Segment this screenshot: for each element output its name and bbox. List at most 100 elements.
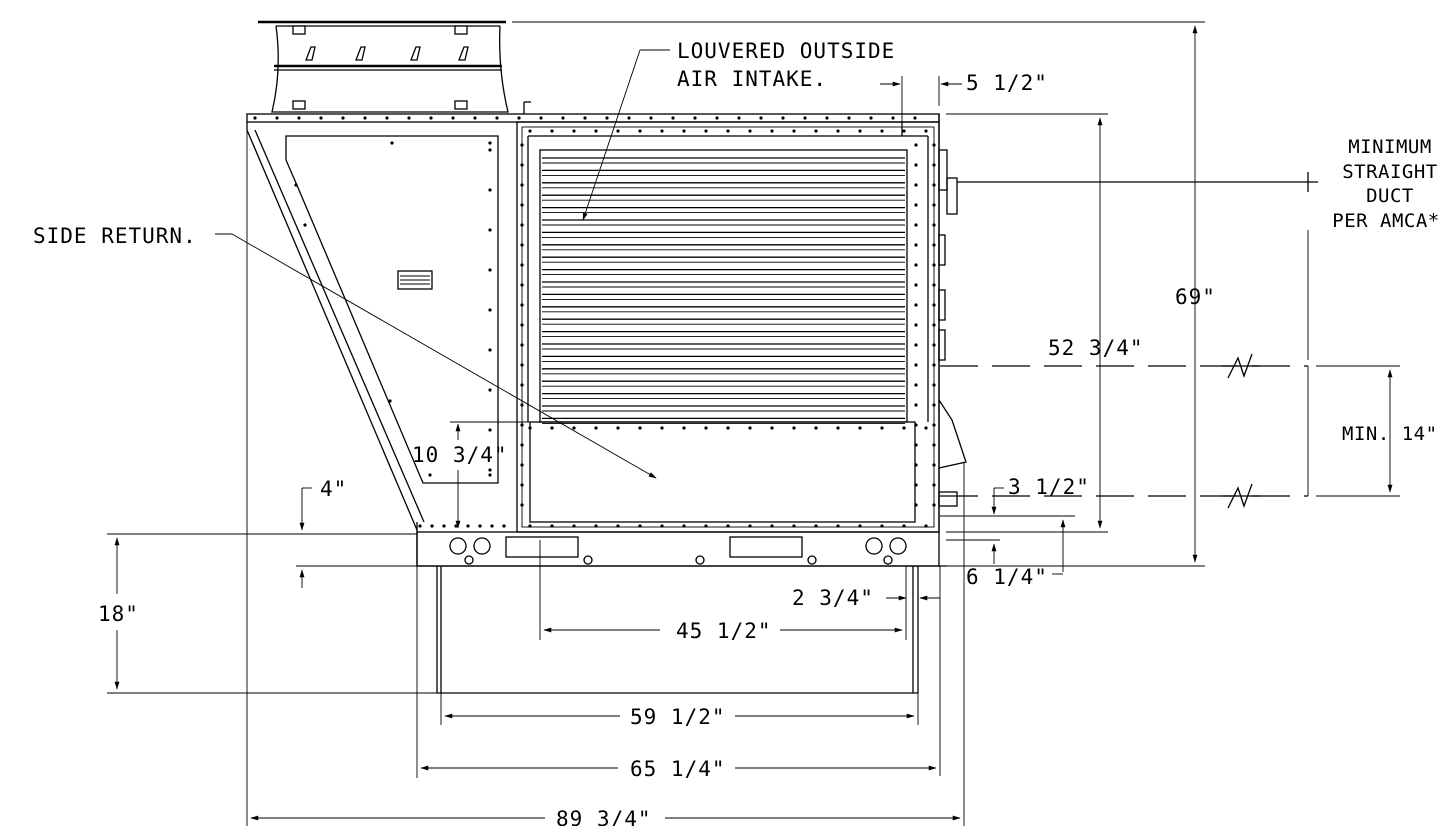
louvered-callout-line2: AIR INTAKE. <box>677 67 827 91</box>
rivet <box>550 524 554 528</box>
rivet <box>814 426 818 430</box>
rivet <box>454 524 458 528</box>
rivet <box>932 383 936 387</box>
dim-18: 18" <box>98 602 139 626</box>
rivet <box>914 443 918 447</box>
rivet <box>726 129 730 133</box>
rivet <box>869 116 873 120</box>
dim-4: 4" <box>320 477 347 501</box>
rivet <box>572 524 576 528</box>
rivet <box>902 426 906 430</box>
rivet <box>847 116 851 120</box>
rivet <box>914 183 918 187</box>
rivet <box>932 443 936 447</box>
rivet <box>429 116 433 120</box>
rivet <box>914 383 918 387</box>
rivet <box>880 524 884 528</box>
rivet <box>550 129 554 133</box>
rivet <box>520 383 524 387</box>
dim-45-1-2: 45 1/2" <box>676 619 772 643</box>
dim-65-1-4: 65 1/4" <box>630 757 726 781</box>
rivet <box>858 524 862 528</box>
rivet <box>520 463 524 467</box>
rivet <box>914 363 918 367</box>
intake-hood <box>258 20 531 114</box>
rivet <box>914 343 918 347</box>
rivet <box>520 243 524 247</box>
rivet <box>770 426 774 430</box>
duct-note-line3: DUCT <box>1366 185 1414 207</box>
rivet <box>914 403 918 407</box>
rivet <box>649 116 653 120</box>
rivet <box>932 303 936 307</box>
rivet <box>605 116 609 120</box>
rivet <box>478 524 482 528</box>
rivet <box>914 303 918 307</box>
rivet <box>924 426 928 430</box>
rivet <box>914 323 918 327</box>
dim-3-1-2: 3 1/2" <box>1008 475 1090 499</box>
rivet <box>914 483 918 487</box>
rivet <box>759 116 763 120</box>
rivet <box>932 143 936 147</box>
rivet <box>914 263 918 267</box>
rivet <box>488 141 492 145</box>
dim-89-3-4: 89 3/4" <box>556 807 652 826</box>
duct-note-line2: STRAIGHT <box>1342 161 1438 183</box>
rivet <box>520 483 524 487</box>
dim-min-14: MIN. 14" <box>1342 423 1438 445</box>
rivet <box>671 116 675 120</box>
rivet <box>932 283 936 287</box>
rivet <box>488 388 492 392</box>
rivet <box>836 426 840 430</box>
rivet <box>660 524 664 528</box>
rivet <box>594 426 598 430</box>
rivet <box>488 308 492 312</box>
rivet <box>803 116 807 120</box>
rivet <box>466 524 470 528</box>
rivet <box>388 399 392 403</box>
rivet <box>770 524 774 528</box>
rivet <box>520 363 524 367</box>
rivet <box>390 141 394 145</box>
rivet <box>638 524 642 528</box>
rivet <box>385 116 389 120</box>
rivet <box>814 524 818 528</box>
dim-52-3-4: 52 3/4" <box>1048 336 1144 360</box>
rivet <box>294 183 298 187</box>
rivet <box>303 223 307 227</box>
louvered-callout-line1: LOUVERED OUTSIDE <box>677 39 895 63</box>
rivet <box>932 343 936 347</box>
rivet <box>704 129 708 133</box>
rivet <box>704 426 708 430</box>
rivet <box>836 524 840 528</box>
rivet <box>858 129 862 133</box>
rivet <box>914 163 918 167</box>
rivet <box>572 426 576 430</box>
rivet <box>792 426 796 430</box>
rivet <box>902 129 906 133</box>
rivet <box>932 223 936 227</box>
rivet <box>770 129 774 133</box>
rivet <box>932 483 936 487</box>
rivet <box>616 129 620 133</box>
rivet <box>880 129 884 133</box>
rivet <box>891 116 895 120</box>
rivet <box>914 463 918 467</box>
duct-note-line4: PER AMCA* <box>1332 210 1439 232</box>
rivet <box>502 524 506 528</box>
rivet <box>520 143 524 147</box>
rivet <box>495 116 499 120</box>
rivet <box>715 116 719 120</box>
rivet <box>748 524 752 528</box>
rivet <box>583 116 587 120</box>
rivet <box>914 283 918 287</box>
rivet <box>430 524 434 528</box>
rivet <box>748 426 752 430</box>
rivet <box>520 343 524 347</box>
rivet <box>914 243 918 247</box>
rivet <box>297 116 301 120</box>
rivet <box>638 426 642 430</box>
rivet <box>520 283 524 287</box>
rivet <box>550 426 554 430</box>
